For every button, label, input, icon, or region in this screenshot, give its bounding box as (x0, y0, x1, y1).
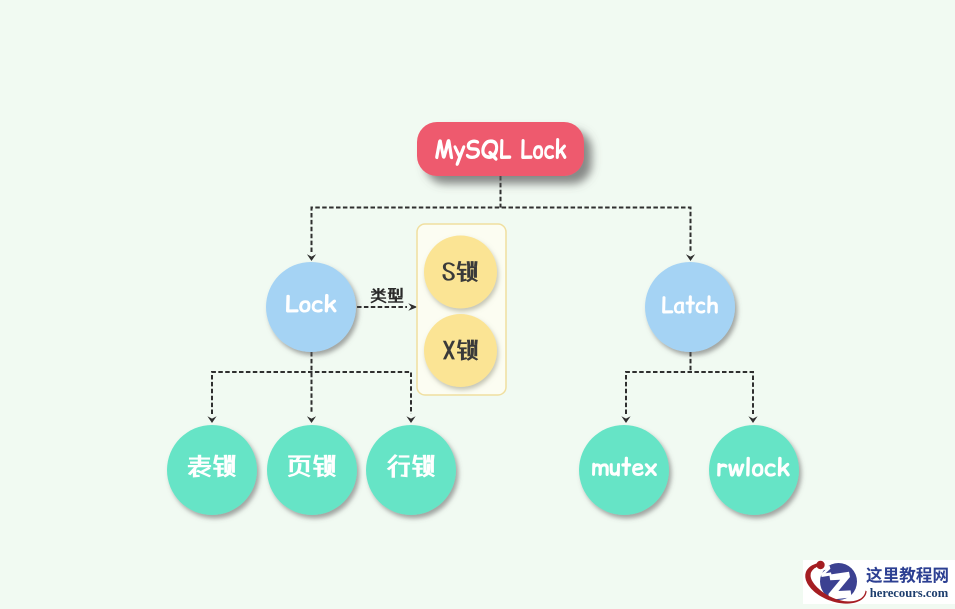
svg-text:herecours.com: herecours.com (870, 586, 949, 600)
